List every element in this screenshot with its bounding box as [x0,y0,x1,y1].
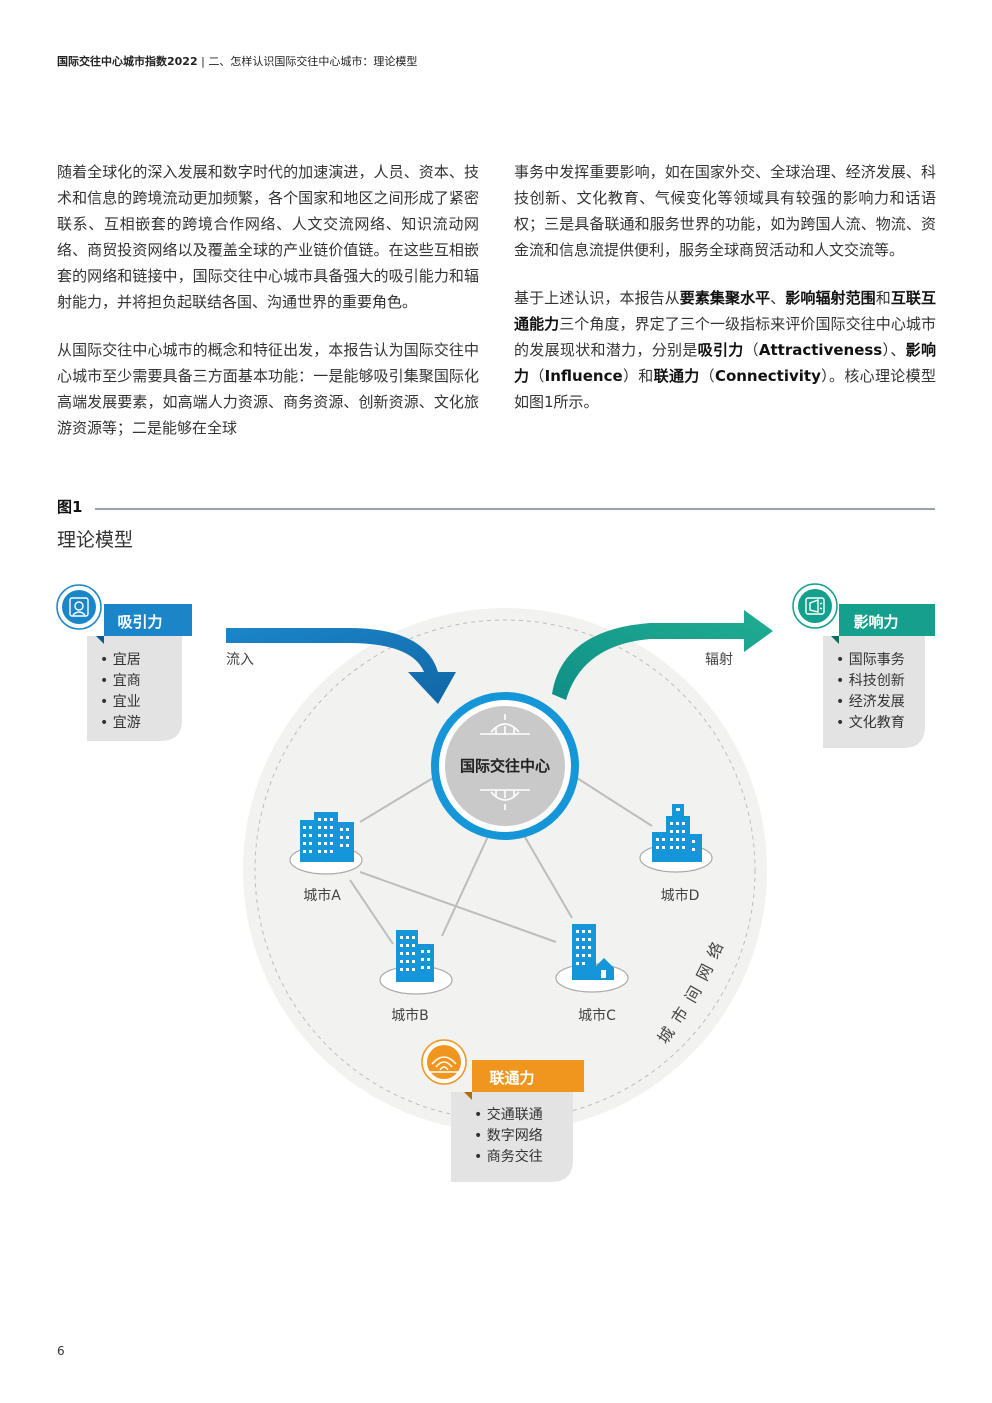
connect-item: • 商务交往 [474,1148,543,1165]
svg-text:络: 络 [703,939,727,961]
city-d-node: 城市D [639,804,713,904]
connect-item: • 数字网络 [474,1128,543,1144]
city-a-node: 城市A [289,812,363,904]
city-d-label: 城市D [661,887,700,904]
connect-panel: 联通力 • 交通联通 • 数字网络 • 商务交往 [421,1039,584,1182]
building-dome-icon [480,714,530,735]
city-b-node: 城市B [379,930,453,1024]
city-c-label: 城市C [578,1007,616,1024]
city-c-node: 城市C [555,924,629,1024]
network-circle [243,608,767,1132]
city-b-label: 城市B [391,1007,429,1024]
attract-item: • 宜居 [100,652,141,668]
influence-panel: 影响力 • 国际事务 • 科技创新 • 经济发展 • 文化教育 [792,583,935,748]
inflow-label: 流入 [226,652,254,668]
wifi-signal-icon [430,1056,458,1073]
influence-item: • 经济发展 [836,694,905,710]
figure-rule [95,508,935,510]
right-column: 事务中发挥重要影响，如在国家外交、全球治理、经济发展、科技创新、文化教育、气候变… [514,159,936,437]
influence-item: • 科技创新 [836,673,905,689]
outflow-label: 辐射 [705,652,733,668]
network-label: 城 市 间 网 络 [654,939,727,1047]
attract-title: 吸引力 [117,613,162,631]
paragraph-with-bold: 基于上述认识，本报告从要素集聚水平、影响辐射范围和互联互通能力三个角度，界定了三… [514,289,936,411]
figure-title: 理论模型 [57,529,134,551]
attract-item: • 宜游 [100,715,141,731]
influence-item: • 文化教育 [836,715,905,731]
network-lines [349,777,653,945]
report-title: 国际交往中心城市指数2022 [57,55,198,68]
city-a-label: 城市A [303,887,341,904]
left-column: 随着全球化的深入发展和数字时代的加速演进，人员、资本、技术和信息的跨境流动更加频… [57,159,479,463]
attract-panel: 吸引力 • 宜居 • 宜商 • 宜业 • 宜游 [56,584,192,741]
svg-text:网: 网 [693,961,717,984]
megaphone-icon [805,597,825,615]
paragraph: 事务中发挥重要影响，如在国家外交、全球治理、经济发展、科技创新、文化教育、气候变… [514,163,936,259]
connect-item: • 交通联通 [474,1106,543,1123]
magnet-portrait-icon [69,597,89,617]
theory-model-diagram: 流入 辐射 国际交往中心 [56,583,935,1182]
page-number: 6 [57,1344,65,1358]
figure-label: 图1 [57,498,83,516]
influence-item: • 国际事务 [836,652,905,668]
running-header: 国际交往中心城市指数2022 | 二、怎样认识国际交往中心城市：理论模型 [57,53,417,69]
outflow-arrow [552,610,773,700]
inflow-arrow [226,628,456,704]
attract-item: • 宜业 [100,694,141,710]
center-node: 国际交往中心 [431,692,579,840]
building-dome-icon-inverted [480,789,530,810]
section-title: | 二、怎样认识国际交往中心城市：理论模型 [201,55,418,68]
tower-with-house-icon [572,924,614,980]
paragraph: 随着全球化的深入发展和数字时代的加速演进，人员、资本、技术和信息的跨境流动更加频… [57,163,479,311]
attract-item: • 宜商 [100,673,141,689]
center-label: 国际交往中心 [460,757,550,775]
connect-title: 联通力 [489,1069,534,1087]
influence-title: 影响力 [853,613,898,631]
paragraph: 从国际交往中心城市的概念和特征出发，本报告认为国际交往中心城市至少需要具备三方面… [57,341,479,437]
